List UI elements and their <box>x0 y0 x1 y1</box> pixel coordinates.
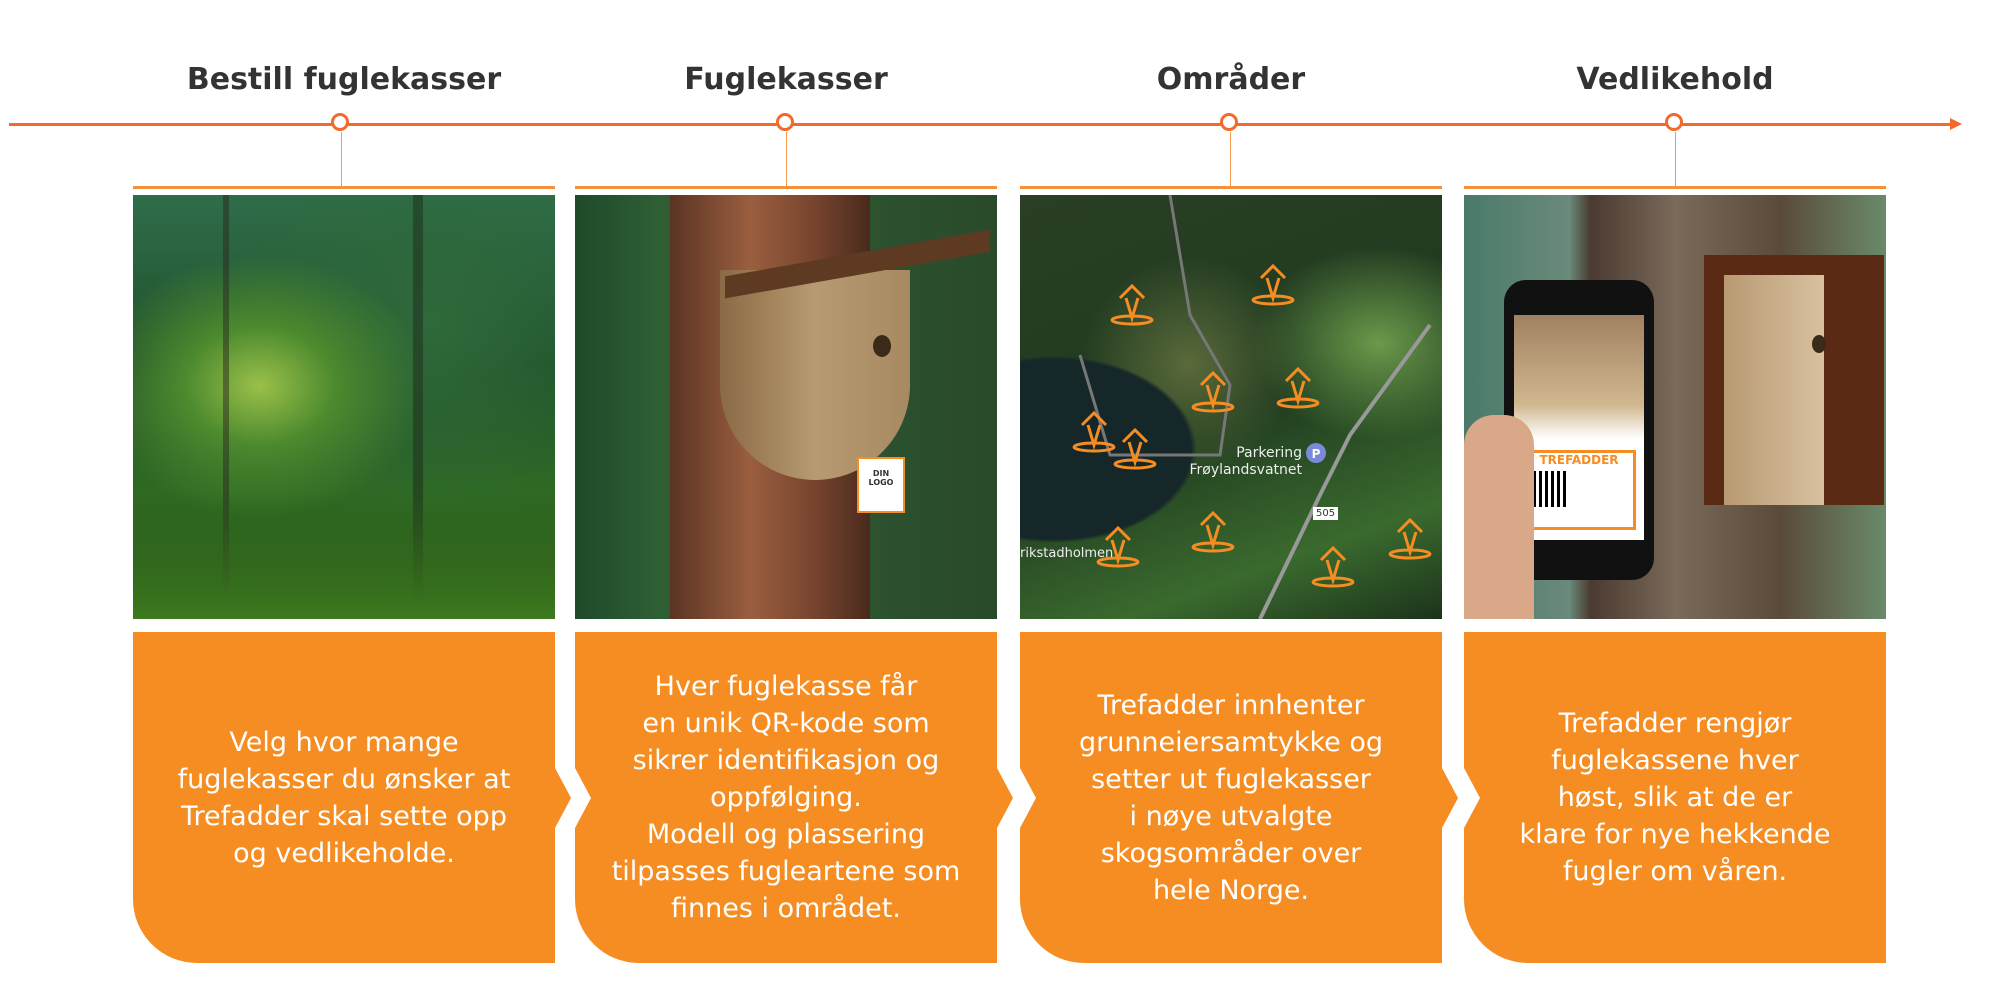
step-description-box: Hver fuglekasse får en unik QR-kode som … <box>575 632 997 963</box>
divider <box>133 186 555 189</box>
step-description-box: Velg hvor mange fuglekasser du ønsker at… <box>133 632 555 963</box>
connector <box>1675 132 1676 188</box>
connector <box>786 132 787 188</box>
chevron-right-icon <box>997 768 1013 828</box>
chevron-notch <box>1020 768 1036 828</box>
divider <box>1464 186 1886 189</box>
step-description: Velg hvor mange fuglekasser du ønsker at… <box>177 726 511 869</box>
map-overlay: P <box>1072 195 1432 619</box>
timeline-dot <box>1665 113 1683 131</box>
divider <box>1020 186 1442 189</box>
connector <box>1230 132 1231 188</box>
divider <box>575 186 997 189</box>
timeline-arrow-icon <box>1950 118 1962 130</box>
satellite-map: P Parkering Frøylandsvatnet 505 rikstadh… <box>1020 195 1442 619</box>
birdhouse-on-tree-photo: DIN LOGO <box>575 195 997 619</box>
map-label-place: rikstadholmen <box>1020 546 1114 561</box>
timeline-dot <box>331 113 349 131</box>
step-description: Trefadder rengjør fuglekassene hver høst… <box>1519 708 1831 887</box>
chevron-notch <box>575 768 591 828</box>
parking-pin-icon <box>1306 443 1326 463</box>
step-description: Hver fuglekasse får en unik QR-kode som … <box>611 671 961 924</box>
step-title: Vedlikehold <box>1576 62 1774 97</box>
step-title: Fuglekasser <box>684 62 888 97</box>
qr-code-icon <box>1533 471 1569 507</box>
step-title: Bestill fuglekasser <box>186 62 502 97</box>
chevron-notch <box>1464 768 1480 828</box>
chevron-right-icon <box>1442 768 1458 828</box>
step-description-box: Trefadder innhenter grunneiersamtykke og… <box>1020 632 1442 963</box>
timeline-dot <box>1220 113 1238 131</box>
step-title: Områder <box>1156 62 1306 97</box>
map-road-label: 505 <box>1313 507 1339 520</box>
brand-label: TREFADDER <box>1539 453 1619 467</box>
timeline-axis <box>9 123 1954 126</box>
step-description-box: Trefadder rengjør fuglekassene hver høst… <box>1464 632 1886 963</box>
svg-text:P: P <box>1312 447 1321 461</box>
forest-photo <box>133 195 555 619</box>
timeline-dot <box>776 113 794 131</box>
connector <box>341 132 342 188</box>
logo-label: DIN LOGO <box>857 457 905 513</box>
chevron-right-icon <box>555 768 571 828</box>
map-label-parking: Parkering Frøylandsvatnet <box>1189 445 1303 478</box>
phone-scanning-birdhouse-photo: TREFADDER <box>1464 195 1886 619</box>
step-description: Trefadder innhenter grunneiersamtykke og… <box>1078 689 1384 906</box>
